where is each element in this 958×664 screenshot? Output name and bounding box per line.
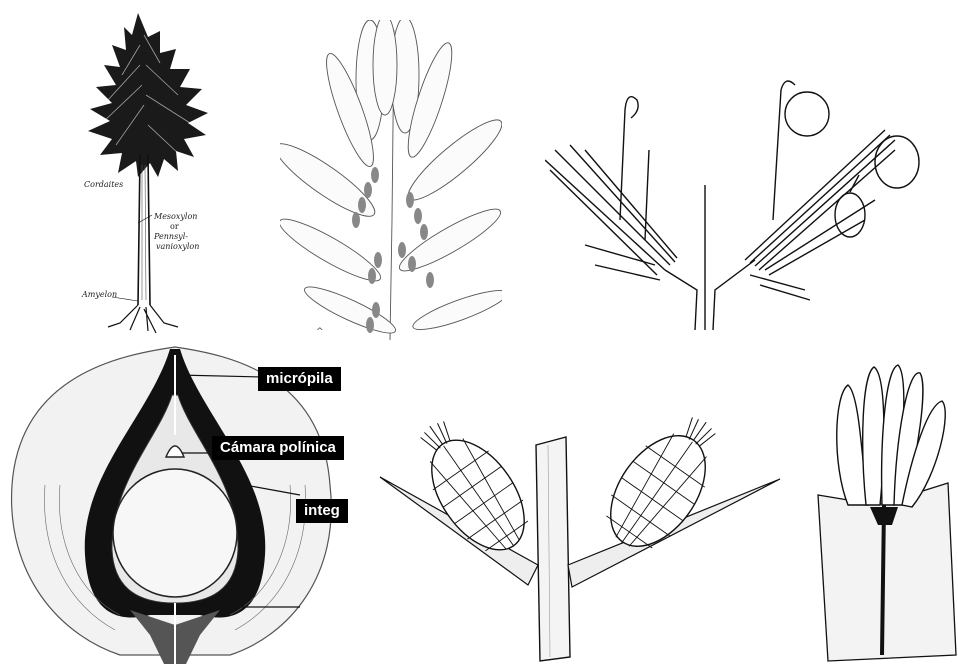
axis-strobili-drawing bbox=[378, 395, 783, 664]
cordaites-tree-panel: Cordaites Mesoxylon or Pennsyl- vanioxyl… bbox=[60, 5, 230, 340]
ovule-bract-drawing bbox=[808, 355, 958, 664]
callout-integument: integ bbox=[296, 499, 348, 523]
leafy-shoot-panel: ^ bbox=[280, 20, 502, 340]
ovule-section-panel: micrópila Cámara polínica integ bbox=[0, 335, 375, 664]
label-pennsylvanioxylon-b: vanioxylon bbox=[156, 242, 199, 251]
leafy-shoot-drawing: ^ bbox=[280, 20, 502, 340]
pollen-organ-panel bbox=[545, 70, 930, 335]
pollen-organ-drawing bbox=[545, 70, 930, 335]
callout-pollen-chamber: Cámara polínica bbox=[212, 436, 344, 460]
axis-strobili-panel bbox=[378, 395, 783, 664]
cordaites-tree-drawing: Cordaites Mesoxylon or Pennsyl- vanioxyl… bbox=[60, 5, 230, 340]
label-mesoxylon: Mesoxylon bbox=[153, 212, 197, 221]
label-pennsylvanioxylon-a: Pennsyl- bbox=[153, 232, 188, 241]
ovule-bract-panel bbox=[808, 355, 958, 664]
label-or: or bbox=[170, 222, 179, 231]
label-cordaites: Cordaites bbox=[84, 180, 123, 189]
label-amyelon: Amyelon bbox=[81, 290, 117, 299]
callout-micropyle: micrópila bbox=[258, 367, 341, 391]
